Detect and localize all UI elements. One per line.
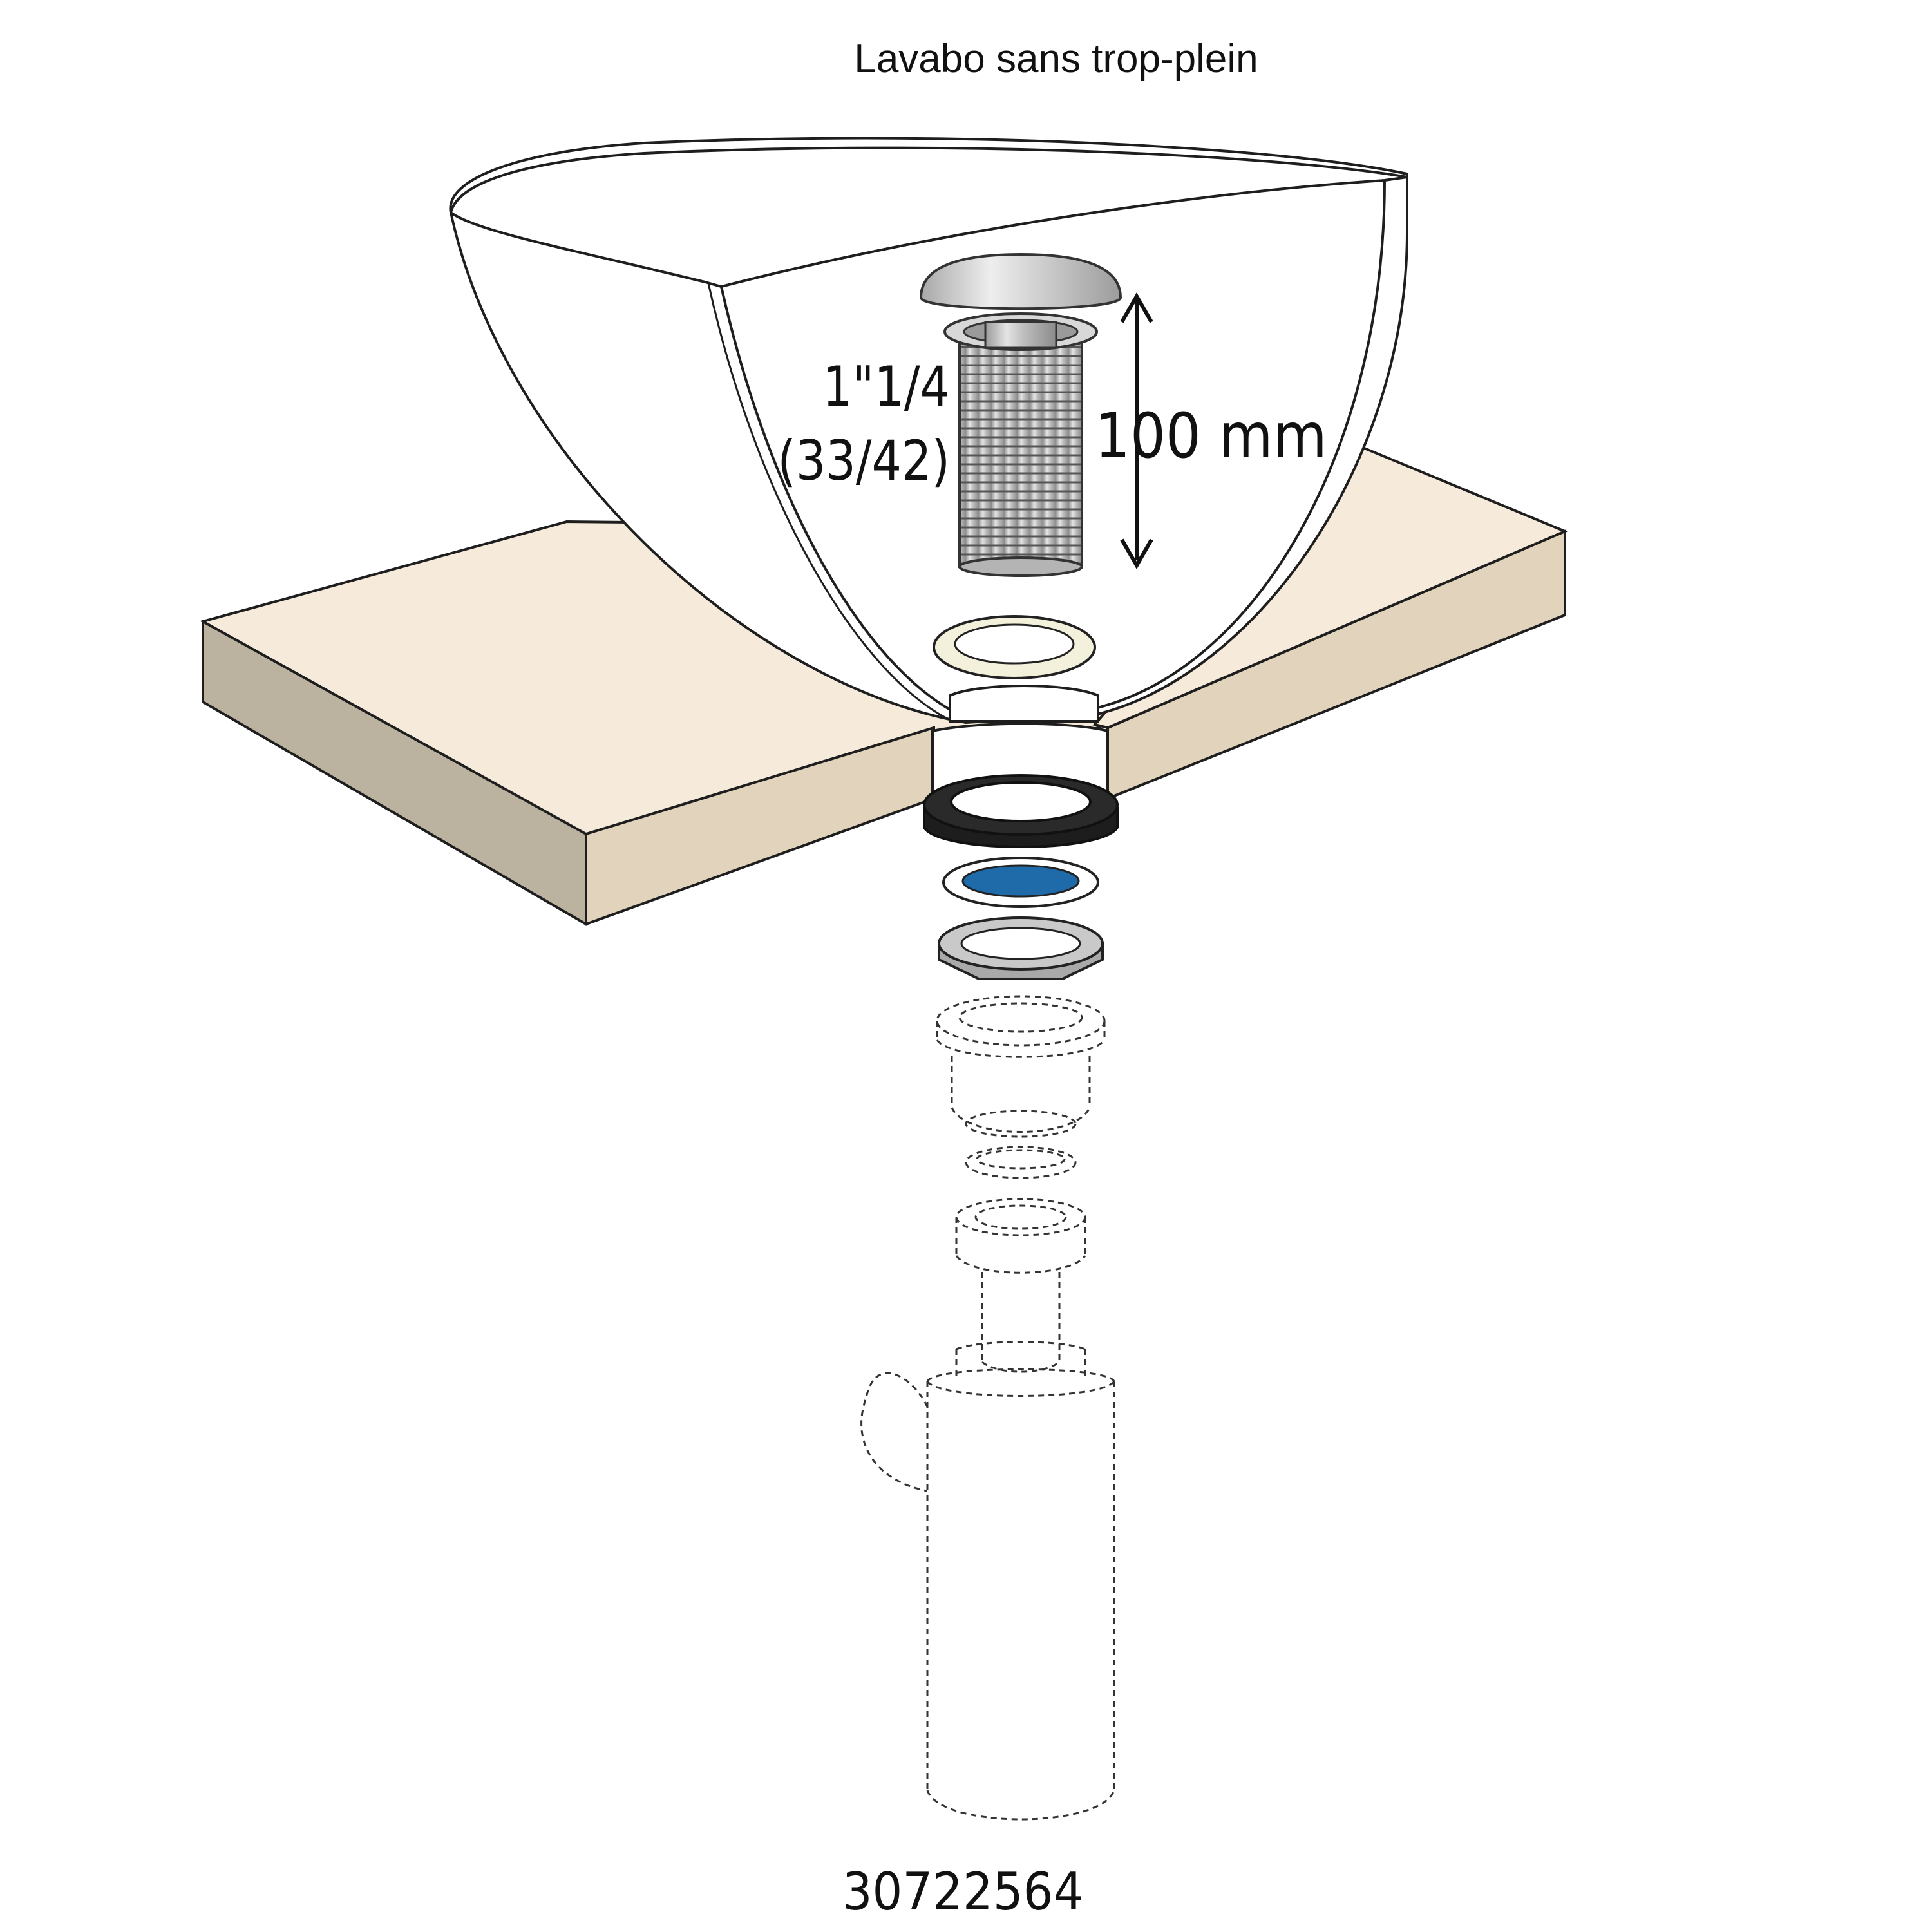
- siphon-washer-dashed: [965, 1146, 1077, 1179]
- thread-size-alt-label: (33/42): [777, 428, 950, 493]
- reference-number: 30722564: [842, 1862, 1084, 1922]
- siphon-assembly-dashed: [860, 995, 1115, 1821]
- threaded-body: [958, 334, 1083, 568]
- blue-washer: [942, 857, 1099, 908]
- basin-inner-wall: [720, 180, 1386, 717]
- black-gasket: [923, 774, 1119, 848]
- siphon-coupling-dashed: [955, 1198, 1086, 1373]
- siphon-body-dashed: [860, 1341, 1115, 1821]
- cream-washer: [933, 615, 1096, 679]
- diagram-title: Lavabo sans trop-plein: [854, 37, 1258, 81]
- length-label: 100 mm: [1095, 400, 1327, 472]
- popup-drain: [919, 252, 1122, 577]
- siphon-outlet-dashed: [860, 1372, 929, 1492]
- chrome-nut: [938, 916, 1104, 980]
- basin-outer-shell: [449, 137, 1408, 724]
- thread-size-label: 1"1/4: [822, 354, 950, 419]
- popup-cap: [919, 252, 1122, 310]
- siphon-nut-dashed: [936, 995, 1106, 1138]
- drain-opening: [949, 685, 1099, 723]
- basin: [449, 137, 1408, 806]
- length-dimension-arrow: [1120, 292, 1153, 570]
- basin-inner-line: [707, 283, 951, 721]
